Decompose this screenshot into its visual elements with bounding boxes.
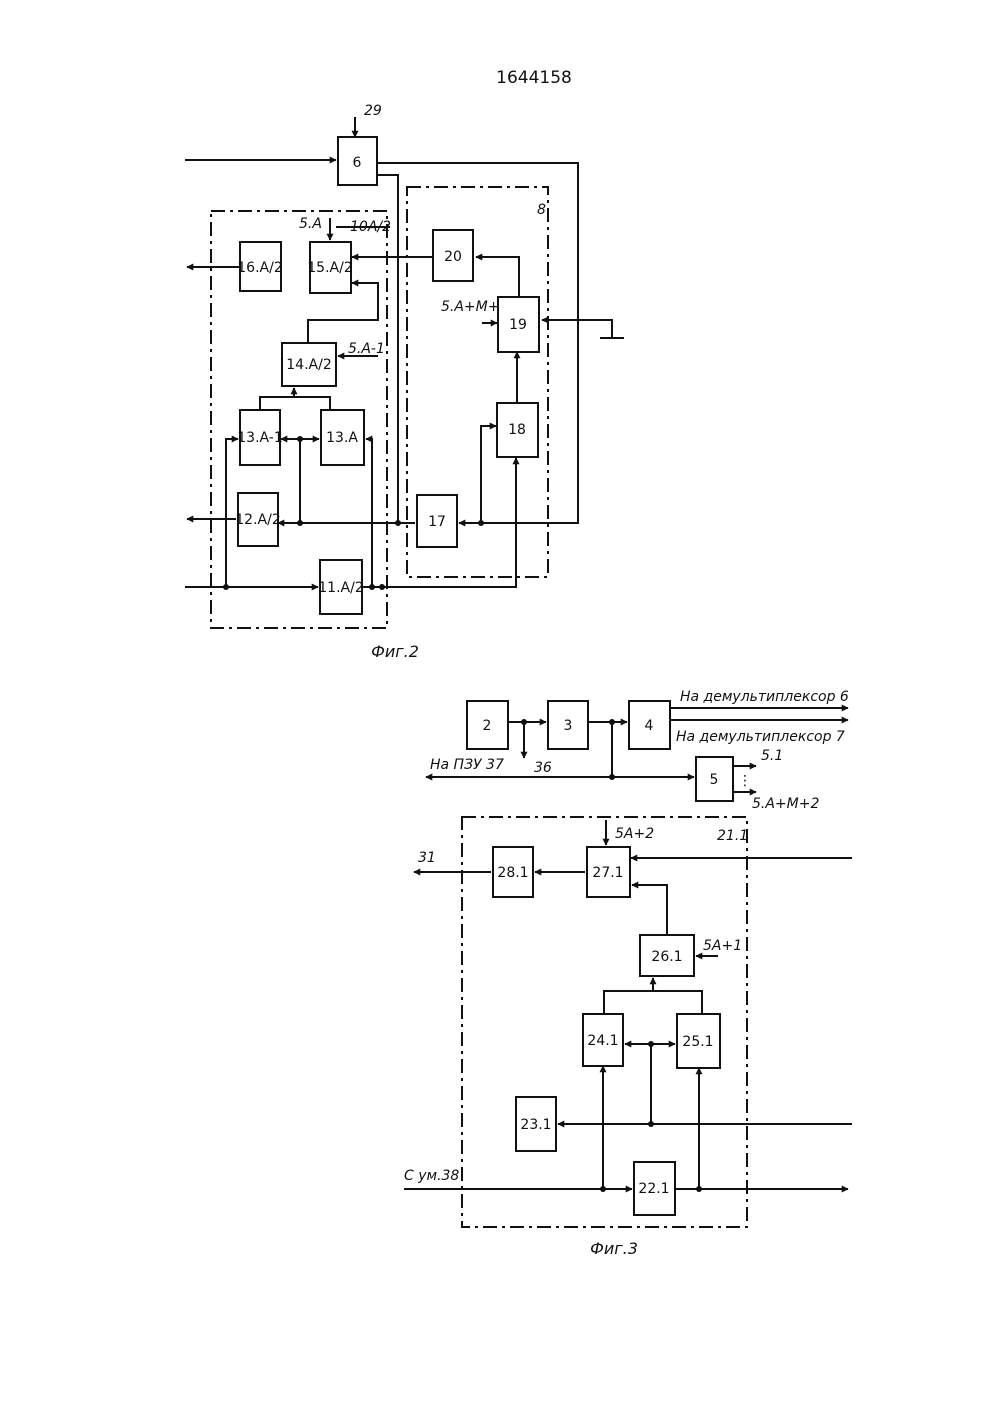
block-5: 5 <box>696 757 733 801</box>
block-13-a-1: 13.A-1 <box>237 410 283 465</box>
block-21-1-label: 21.1 <box>717 828 748 844</box>
block-26-label: 26.1 <box>651 949 682 965</box>
input-29-label: 29 <box>364 103 382 119</box>
block-23-1: 23.1 <box>516 1097 556 1151</box>
block-17: 17 <box>417 495 457 547</box>
block-5-label: 5 <box>710 772 719 788</box>
block-2-label: 2 <box>483 718 492 734</box>
figure-2-caption: Фиг.2 <box>371 642 419 661</box>
block-6: 6 <box>338 137 377 185</box>
block-15-label: 15.A/2 <box>307 260 352 276</box>
label-36: 36 <box>534 760 552 776</box>
block-4-label: 4 <box>645 718 654 734</box>
block-14: 14.A/2 <box>282 343 336 386</box>
block-24-label: 24.1 <box>587 1033 618 1049</box>
block-23-label: 23.1 <box>520 1117 551 1133</box>
block-13a-label: 13.A-1 <box>237 430 283 446</box>
block-27-1: 27.1 <box>587 847 630 897</box>
block-18: 18 <box>497 403 538 457</box>
label-5A-2: 5A+2 <box>615 826 654 842</box>
block-16-label: 16.A/2 <box>237 260 282 276</box>
figure-3: 36 На ПЗУ 37 На демультиплексор 6 На дем… <box>404 689 852 1258</box>
label-5A-1: 5A+1 <box>703 938 742 954</box>
figure-2: 8 29 5.A 10A/2 5.A-1 <box>185 103 624 661</box>
block-27-label: 27.1 <box>592 865 623 881</box>
block-6-label: 6 <box>353 155 362 171</box>
block-19-label: 19 <box>509 317 527 333</box>
figure-3-caption: Фиг.3 <box>590 1239 638 1258</box>
label-demux-7: На демультиплексор 7 <box>676 729 845 745</box>
block-22-1: 22.1 <box>634 1162 675 1215</box>
block-13b-label: 13.A <box>326 430 358 446</box>
block-28-1: 28.1 <box>493 847 533 897</box>
block-8-label: 8 <box>537 202 546 218</box>
block-25-1: 25.1 <box>677 1014 720 1068</box>
block-14-label: 14.A/2 <box>286 357 331 373</box>
block-15: 15.A/2 <box>307 242 352 293</box>
block-12: 12.A/2 <box>235 493 280 546</box>
block-11-label: 11.A/2 <box>318 580 363 596</box>
outputs-ellipsis: ⋮ <box>738 773 752 789</box>
label-demux-6: На демультиплексор 6 <box>680 689 849 705</box>
block-28-label: 28.1 <box>497 865 528 881</box>
block-20-label: 20 <box>444 249 462 265</box>
label-5A-1: 5.A-1 <box>348 341 385 357</box>
block-3: 3 <box>548 701 588 749</box>
block-12-label: 12.A/2 <box>235 512 280 528</box>
block-16: 16.A/2 <box>237 242 282 291</box>
output-31-label: 31 <box>418 850 436 866</box>
block-13-a: 13.A <box>321 410 364 465</box>
block-18-label: 18 <box>508 422 526 438</box>
block-19: 19 <box>498 297 539 352</box>
block-24-1: 24.1 <box>583 1014 623 1066</box>
block-26-1: 26.1 <box>640 935 694 976</box>
label-5-A-M-2: 5.A+M+2 <box>752 796 819 812</box>
block-3-label: 3 <box>564 718 573 734</box>
block-25-label: 25.1 <box>682 1034 713 1050</box>
block-2: 2 <box>467 701 508 749</box>
label-rom-37: На ПЗУ 37 <box>430 757 504 773</box>
input-38-label: С ум.38 <box>404 1168 459 1184</box>
label-5-1: 5.1 <box>761 748 783 764</box>
block-11: 11.A/2 <box>318 560 363 614</box>
label-5A: 5.A <box>299 216 322 232</box>
block-17-label: 17 <box>428 514 446 530</box>
block-20: 20 <box>433 230 473 281</box>
block-22-label: 22.1 <box>638 1181 669 1197</box>
patent-number: 1644158 <box>496 68 572 88</box>
block-4: 4 <box>629 701 670 749</box>
